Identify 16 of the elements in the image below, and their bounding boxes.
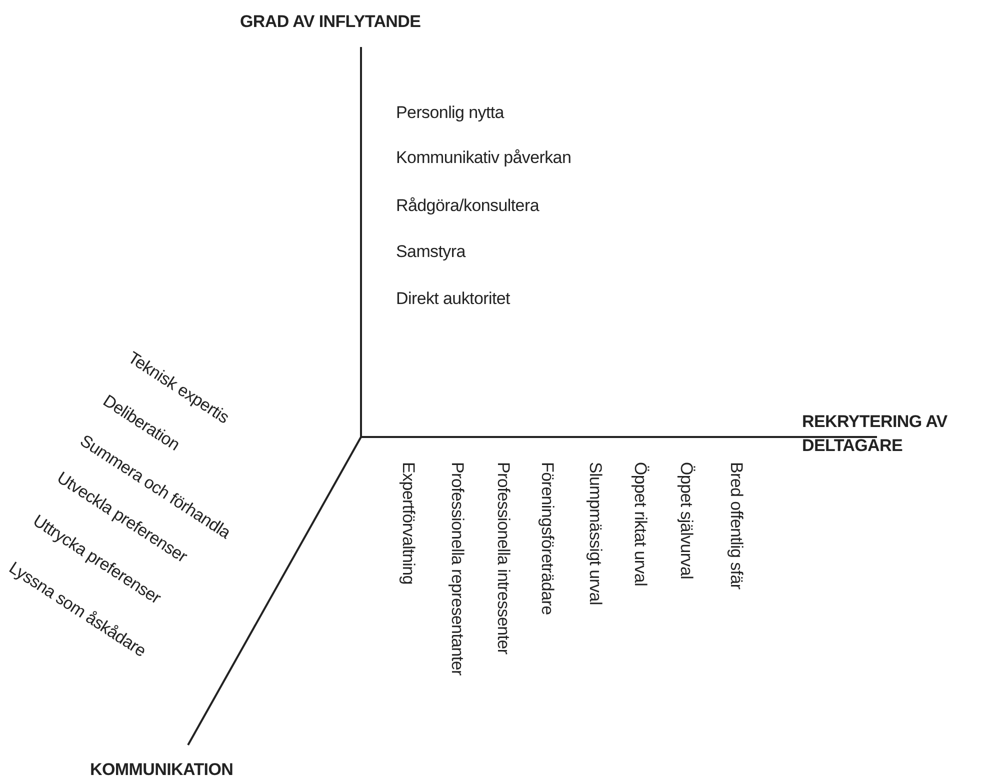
scale-label: Personlig nytta (396, 103, 504, 123)
axis-title: GRAD AV INFLYTANDE (240, 12, 421, 32)
scale-label: Öppet riktat urval (630, 462, 650, 586)
scale-label: Professionella representanter (447, 462, 467, 676)
scale-label: Slumpmässigt urval (585, 462, 605, 605)
scale-label: Professionella intressenter (493, 462, 513, 654)
scale-label: Bred offentlig sfär (726, 462, 746, 590)
scale-label: Öppet självurval (676, 462, 696, 580)
scale-label: Kommunikativ påverkan (396, 148, 572, 168)
axis-title: KOMMUNIKATION (90, 760, 234, 780)
scale-label: Expertförvaltning (398, 462, 418, 584)
scale-label: Rådgöra/konsultera (396, 196, 539, 216)
scale-label: Föreningsföreträdare (537, 462, 557, 615)
scale-label: Samstyra (396, 242, 466, 262)
scale-label: Direkt auktoritet (396, 289, 510, 309)
axis-title: REKRYTERING AV DELTAGARE (802, 411, 948, 457)
